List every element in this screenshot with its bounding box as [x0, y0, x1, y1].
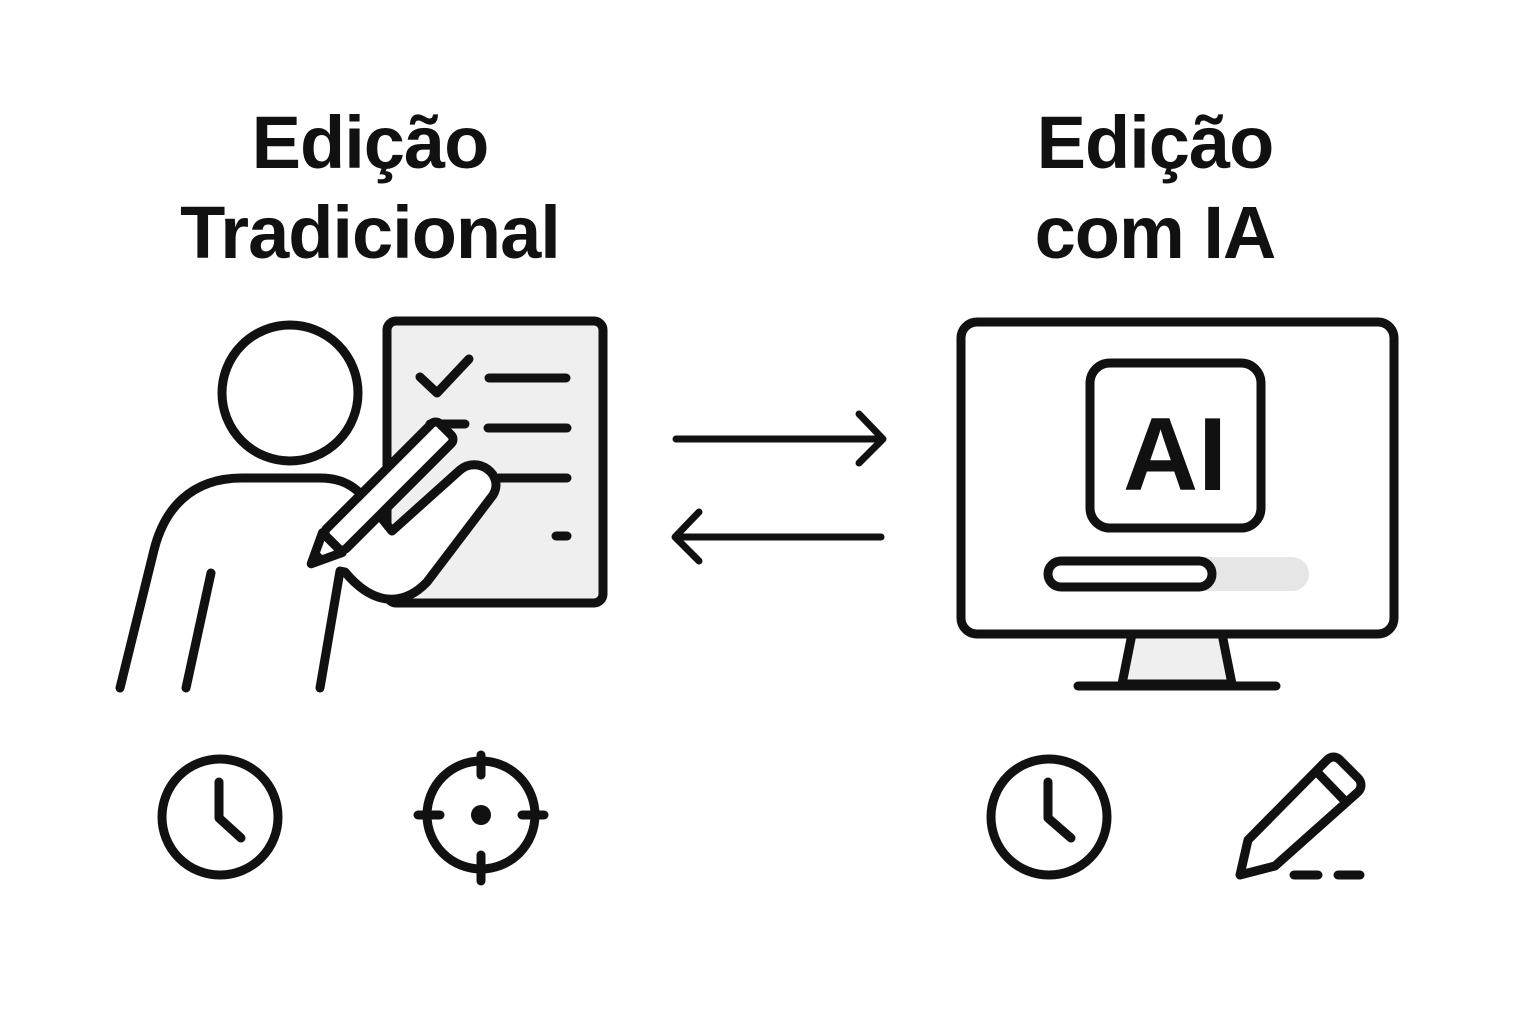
pencil-icon	[306, 417, 458, 569]
person-head	[217, 320, 363, 466]
ai-title-line2: com IA	[1034, 191, 1277, 274]
pencil-icon	[1235, 752, 1366, 880]
progress-fill	[1043, 556, 1217, 592]
ai-label: AI	[1123, 397, 1227, 513]
person-torso-line	[181, 568, 216, 693]
ai-title-line1: Edição	[1036, 101, 1275, 184]
ai-editing-title: Edição com IA	[930, 98, 1380, 278]
person-body	[115, 460, 501, 693]
monitor-stand	[1117, 629, 1237, 689]
traditional-editing-title: Edição Tradicional	[115, 98, 625, 278]
ai-chip-box	[1085, 358, 1266, 533]
checkmark-icon	[415, 354, 474, 398]
arrow-left-icon	[671, 508, 885, 565]
clock-icon	[986, 754, 1112, 880]
traditional-title-line1: Edição	[251, 101, 490, 184]
monitor-ai-icon	[956, 317, 1399, 691]
clock-icon	[157, 754, 283, 880]
traditional-title-line2: Tradicional	[180, 191, 561, 274]
bidirectional-arrows-icon	[671, 410, 887, 565]
target-icon	[413, 750, 549, 886]
person-editing-document-icon	[115, 316, 608, 693]
arrow-right-icon	[672, 410, 887, 467]
